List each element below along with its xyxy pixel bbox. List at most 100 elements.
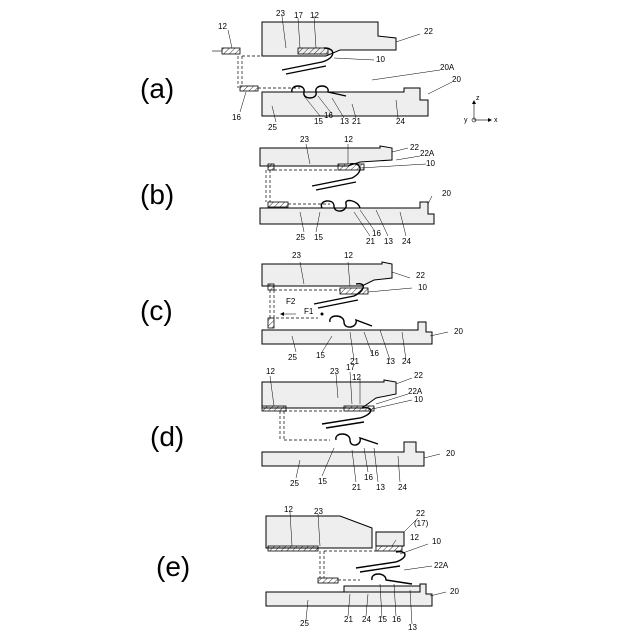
lower-housing [262, 88, 428, 116]
ref-21: 21 [344, 615, 353, 624]
ref-16: 16 [370, 349, 379, 358]
spring-10 [356, 552, 405, 568]
ref-22: 22 [410, 143, 419, 152]
ref-20: 20 [454, 327, 463, 336]
plate-12 [268, 546, 318, 551]
ref-22A: 22A [434, 561, 449, 570]
ref-23: 23 [292, 251, 301, 260]
lower-housing [262, 322, 432, 344]
ref-23: 23 [300, 135, 309, 144]
ref-24: 24 [398, 483, 407, 492]
force-f1-dot [321, 313, 324, 316]
spring-10-arm [286, 66, 326, 74]
ref-17: 17 [346, 363, 355, 372]
ref-12b: 12 [352, 373, 361, 382]
ref-23: 23 [330, 367, 339, 376]
force-f2-head [280, 312, 284, 316]
ref-13: 13 [340, 117, 349, 126]
ref-21: 21 [366, 237, 375, 246]
ref-15: 15 [378, 615, 387, 624]
ref-25: 25 [268, 123, 277, 132]
ref-22: 22 [414, 371, 423, 380]
ref-12: 12 [266, 367, 275, 376]
ref-10: 10 [418, 283, 427, 292]
spring-15 [372, 574, 412, 584]
ref-25: 25 [290, 479, 299, 488]
ref-25: 25 [288, 353, 297, 362]
panel-label: (d) [150, 421, 184, 452]
ref-12: 12 [284, 505, 293, 514]
ref-20: 20 [450, 587, 459, 596]
panel-d: (d) 12 23 17 12 22 22A 10 20 25 15 21 16… [150, 363, 455, 492]
panel-label: (a) [140, 73, 174, 104]
ref-15: 15 [318, 477, 327, 486]
plate-16 [268, 318, 274, 328]
panel-label: (b) [140, 179, 174, 210]
ref-22: 22 [416, 509, 425, 518]
panel-e: (e) 12 23 22 (17) 12 10 22A 20 25 21 24 … [156, 505, 459, 632]
ref-10: 10 [414, 395, 423, 404]
ref-16: 16 [232, 113, 241, 122]
ref-22: 22 [424, 27, 433, 36]
ref-20: 20 [452, 75, 461, 84]
ref-25: 25 [296, 233, 305, 242]
spring-10-arm [316, 182, 356, 190]
ref-24: 24 [402, 357, 411, 366]
ref-10: 10 [426, 159, 435, 168]
plate-12-right [340, 288, 368, 294]
ref-13: 13 [384, 237, 393, 246]
ref-20: 20 [442, 189, 451, 198]
spring-15 [330, 316, 372, 327]
plate-12 [268, 164, 274, 170]
ref-13: 13 [386, 357, 395, 366]
ref-24: 24 [396, 117, 405, 126]
ref-F2: F2 [286, 297, 296, 306]
ref-16: 16 [392, 615, 401, 624]
ref-17: 17 [294, 11, 303, 20]
ref-10: 10 [376, 55, 385, 64]
upper-housing [262, 262, 392, 286]
plate-16 [318, 578, 338, 583]
ref-15: 15 [314, 233, 323, 242]
ref-17-paren: (17) [414, 519, 429, 528]
ref-13: 13 [408, 623, 417, 632]
upper-housing [260, 146, 392, 166]
upper-housing [262, 22, 396, 56]
axis-y: y [464, 117, 468, 124]
dashed-outline [280, 411, 344, 440]
axis-z: z [476, 95, 480, 102]
ref-F1: F1 [304, 307, 314, 316]
ref-10: 10 [432, 537, 441, 546]
ref-12: 12 [344, 135, 353, 144]
ref-21: 21 [352, 483, 361, 492]
ref-15: 15 [316, 351, 325, 360]
spring-15 [336, 434, 378, 445]
plate-16 [240, 86, 258, 91]
ref-12: 12 [344, 251, 353, 260]
plate-12-right [298, 48, 328, 54]
ref-20: 20 [446, 449, 455, 458]
lower-block [344, 586, 420, 592]
spring-10-arm [318, 300, 358, 308]
plate-12 [268, 284, 274, 290]
ref-23: 23 [276, 9, 285, 18]
panel-label: (c) [140, 295, 173, 326]
ref-24: 24 [402, 237, 411, 246]
panel-c: (c) 23 12 22 10 F2 F1 20 25 15 21 16 13 … [140, 251, 463, 366]
ref-12b: 12 [310, 11, 319, 20]
ref-13: 13 [376, 483, 385, 492]
upper-right-block [376, 532, 404, 546]
ref-16: 16 [364, 473, 373, 482]
axis-x: x [494, 117, 498, 124]
ref-25: 25 [300, 619, 309, 628]
plate-12-right [376, 546, 402, 551]
ref-12b: 12 [410, 533, 419, 542]
plate-12 [222, 48, 240, 54]
dashed-outline [238, 56, 300, 88]
lower-housing [262, 442, 424, 466]
ref-16b: 16 [324, 111, 333, 120]
dashed-outline [320, 551, 376, 580]
ref-15: 15 [314, 117, 323, 126]
ref-22A: 22A [420, 149, 435, 158]
panel-a: (a) 12 23 17 12 22 10 20A 20 16 25 15 16… [140, 9, 498, 132]
